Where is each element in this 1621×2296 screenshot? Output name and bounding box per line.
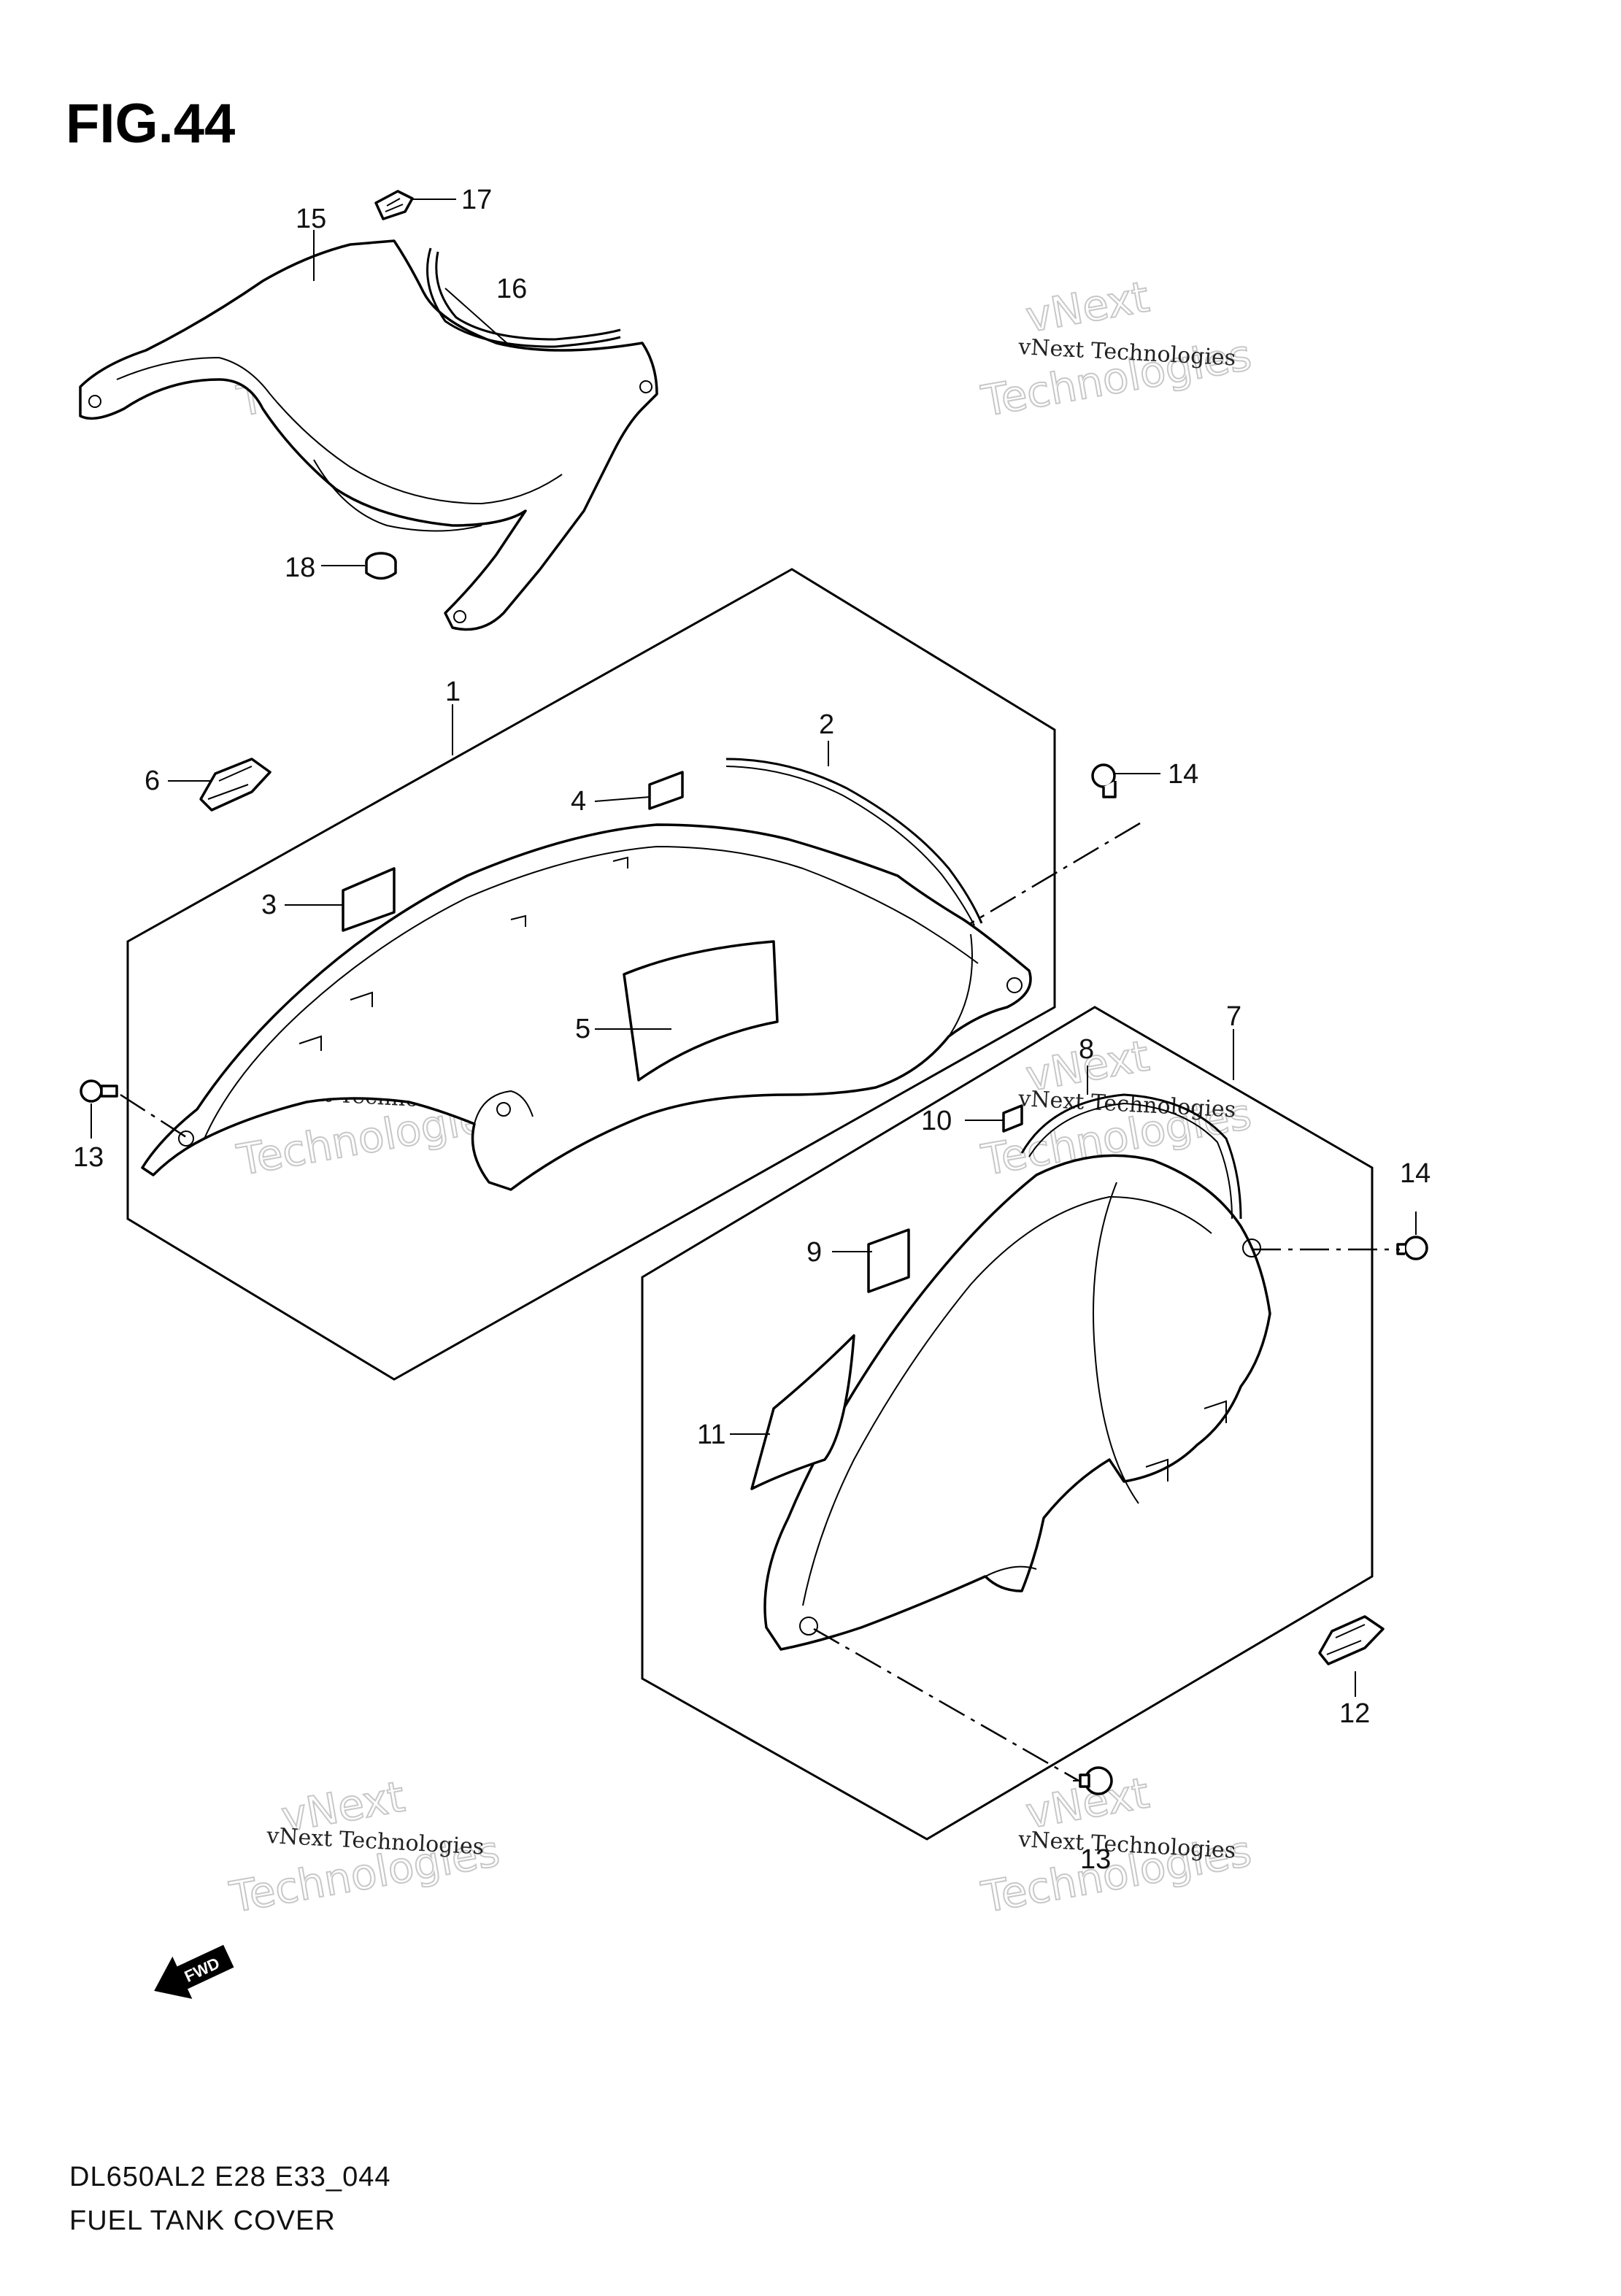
part-8-trim-strip <box>1020 1093 1242 1220</box>
part-label-16: 16 <box>496 274 527 304</box>
part-label-1: 1 <box>445 677 461 707</box>
part-label-10: 10 <box>921 1106 952 1136</box>
right-assembly-box <box>641 1006 1374 1841</box>
part-label-2: 2 <box>819 709 834 740</box>
part-labels: 15 16 17 18 1 2 3 4 5 6 7 8 9 10 11 12 1… <box>73 185 1431 1875</box>
part-label-14-right: 14 <box>1400 1158 1431 1189</box>
alignment-line <box>970 822 1141 925</box>
part-label-14-top: 14 <box>1168 759 1198 790</box>
part-label-4: 4 <box>571 786 586 817</box>
part-16-trim-strip-edge <box>435 251 621 341</box>
part-15-lower-edge <box>313 459 482 532</box>
part-label-5: 5 <box>575 1014 590 1044</box>
part-2-trim-strip-edge <box>725 766 975 926</box>
part-15-inner-edge <box>116 356 563 505</box>
figure-title: FIG.44 <box>66 93 235 155</box>
leader-4 <box>594 796 650 802</box>
part-15-cover-shape <box>79 239 658 631</box>
top-cover-assembly <box>79 190 658 631</box>
part-label-3: 3 <box>261 890 277 920</box>
part-label-18: 18 <box>285 552 315 583</box>
part-10-pad <box>1002 1104 1023 1133</box>
alignment-lines <box>120 822 1400 1782</box>
part-16-trim-strip <box>426 247 621 348</box>
part-label-17: 17 <box>461 185 492 215</box>
part-18-grommet <box>365 552 397 580</box>
part-5-pad <box>623 940 779 1082</box>
part-17-emblem <box>374 190 414 220</box>
part-13-bolt-left <box>80 1079 118 1103</box>
leader-lines <box>91 199 1417 1697</box>
watermark: Technologies vNext vNext Technologies <box>226 1771 504 1923</box>
part-8-trim-strip-edge <box>1028 1102 1233 1220</box>
part-3-pad <box>342 867 396 932</box>
watermark: Technologies vNext vNext Technologies <box>977 1767 1256 1923</box>
part-label-13-bottom: 13 <box>1080 1844 1111 1875</box>
part-label-11: 11 <box>697 1419 725 1450</box>
svg-text:vNext: vNext <box>1023 271 1153 342</box>
part-label-9: 9 <box>806 1237 822 1268</box>
part-2-trim-strip <box>725 758 983 924</box>
mount-hole <box>88 395 101 408</box>
alignment-line <box>120 1093 187 1139</box>
part-7-right-tank-cover <box>763 1154 1271 1651</box>
diagram-caption: FUEL TANK COVER <box>69 2206 336 2236</box>
leader-16 <box>444 288 512 347</box>
fwd-arrow-icon: FWD <box>154 1944 234 1999</box>
part-12-emblem <box>1318 1615 1385 1665</box>
part-label-13-left: 13 <box>73 1142 104 1173</box>
part-label-7: 7 <box>1226 1001 1241 1032</box>
part-1-left-tank-cover <box>141 823 1032 1191</box>
part-11-pad <box>750 1334 855 1490</box>
part-4-pad <box>648 771 684 810</box>
part-14-screw-top <box>1091 763 1117 798</box>
part-label-6: 6 <box>145 766 160 796</box>
alignment-line <box>813 1627 1079 1782</box>
mount-hole <box>453 610 466 623</box>
left-assembly-box <box>126 568 1056 1381</box>
part-9-pad <box>867 1228 910 1293</box>
part-6-emblem <box>199 758 272 812</box>
watermark: Technologies vNext vNext Technologies <box>977 271 1256 427</box>
part-label-15: 15 <box>296 204 326 234</box>
part-label-12: 12 <box>1339 1698 1370 1729</box>
part-13-bolt-bottom <box>1073 1766 1113 1795</box>
mount-hole <box>639 380 652 393</box>
model-code: DL650AL2 E28 E33_044 <box>69 2162 390 2192</box>
part-14-screw-right <box>1396 1236 1428 1260</box>
part-label-8: 8 <box>1079 1034 1094 1065</box>
